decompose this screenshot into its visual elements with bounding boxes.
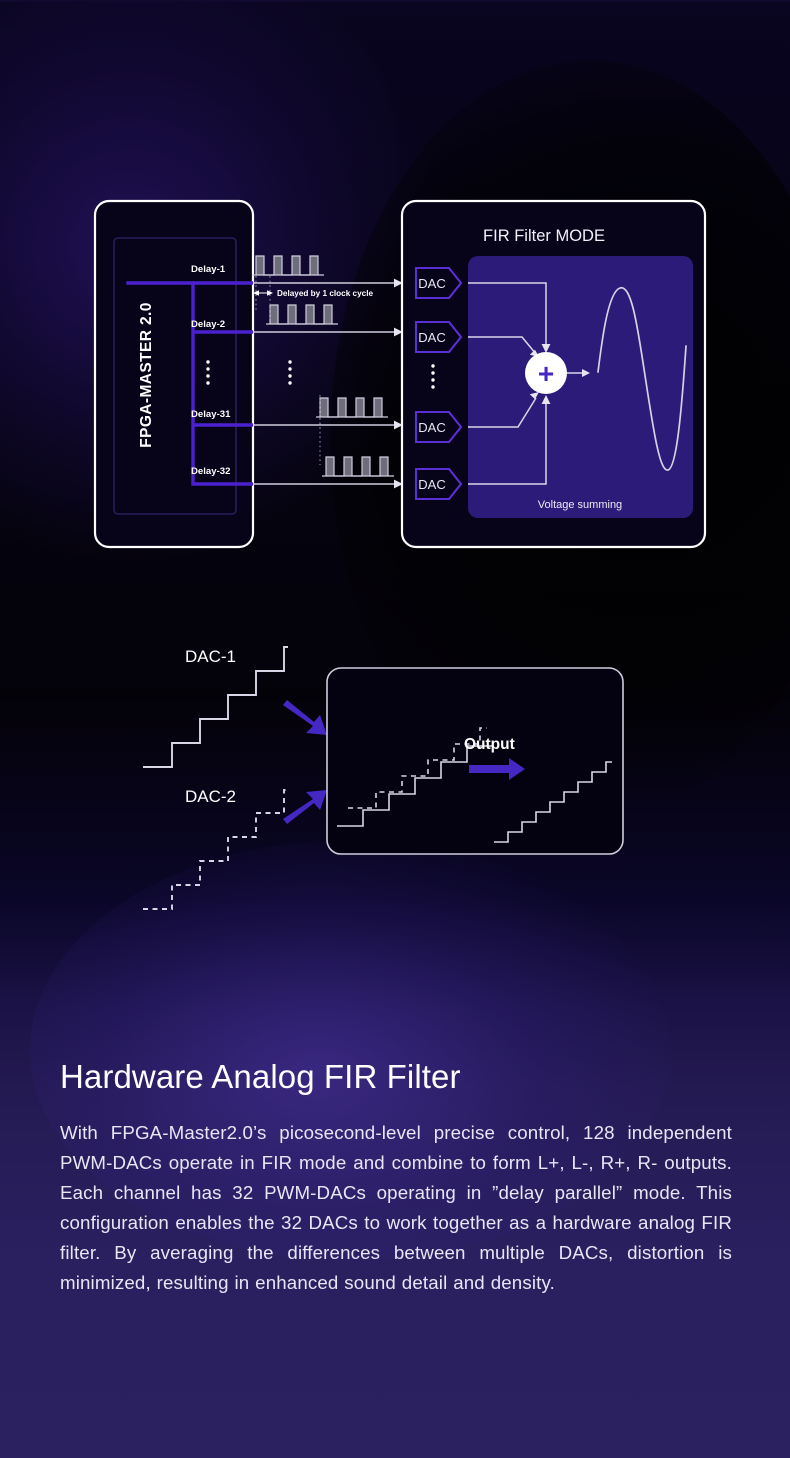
fpga-ellipsis-dots [206, 360, 210, 385]
output-arrow [469, 758, 525, 780]
clock-guide-dotted [255, 276, 271, 320]
delay-annotation-arrows [253, 290, 273, 296]
signal-arrowheads [394, 278, 403, 489]
pulse-train-delay-2 [266, 304, 338, 325]
pulse-ellipsis-dots [288, 360, 292, 385]
pulse-train-delay-31 [316, 397, 388, 418]
dac-label-2: DAC [418, 330, 445, 345]
dac-block-31: DAC [414, 410, 463, 444]
dac-block-1: DAC [414, 266, 463, 300]
dac-label-32: DAC [418, 477, 445, 492]
dac2-staircase [143, 789, 288, 910]
combined-solid-staircase [337, 745, 493, 827]
fir-filter-diagram: FPGA-MASTER 2.0 Delay-1 Delay-2 Delay-31… [0, 0, 790, 600]
content-block: Hardware Analog FIR Filter With FPGA-Mas… [60, 1058, 732, 1298]
voltage-summing-caption: Voltage summing [538, 499, 622, 511]
summing-plus-symbol: + [538, 358, 554, 389]
page-title: Hardware Analog FIR Filter [60, 1058, 461, 1095]
dac-label-31: DAC [418, 420, 445, 435]
fpga-inner-box [113, 237, 237, 515]
fpga-bus-spine [126, 281, 195, 486]
dac1-label: DAC-1 [185, 647, 236, 666]
output-waveform [597, 287, 687, 471]
delay-note-label: Delayed by 1 clock cycle [277, 289, 373, 298]
output-fine-staircase [494, 761, 612, 843]
top-edge-line [0, 0, 790, 2]
voltage-summing-panel [468, 256, 693, 518]
pulse-train-delay-1 [252, 255, 324, 276]
dac-block-2: DAC [414, 320, 463, 354]
summing-wires [468, 282, 588, 485]
summing-node [525, 352, 567, 394]
combine-arrow-upper [283, 700, 327, 735]
body-paragraph: With FPGA-Master2.0’s picosecond-level p… [60, 1121, 732, 1293]
tap-label-delay-32: Delay-32 [191, 466, 230, 477]
summing-arrowheads [529, 344, 590, 404]
combine-arrow-lower [283, 790, 327, 824]
dac-label-1: DAC [418, 276, 445, 291]
dac-block-32: DAC [414, 467, 463, 501]
fir-block-title: FIR Filter MODE [483, 227, 605, 245]
dac-ellipsis-dots [431, 364, 435, 389]
tap-label-delay-1: Delay-1 [191, 264, 226, 275]
output-label: Output [464, 736, 515, 753]
output-enclosure [326, 667, 624, 855]
staircase-diagram: DAC-1 DAC-2 Output [0, 600, 790, 940]
pulse-train-delay-32 [322, 456, 394, 477]
dac2-label: DAC-2 [185, 787, 236, 806]
fpga-outer-box [93, 199, 255, 549]
fpga-master-label: FPGA-MASTER 2.0 [138, 302, 155, 448]
combined-dashed-staircase [348, 727, 487, 809]
tap-label-delay-31: Delay-31 [191, 409, 231, 420]
tap-label-delay-2: Delay-2 [191, 319, 225, 330]
dac1-staircase [143, 646, 288, 768]
